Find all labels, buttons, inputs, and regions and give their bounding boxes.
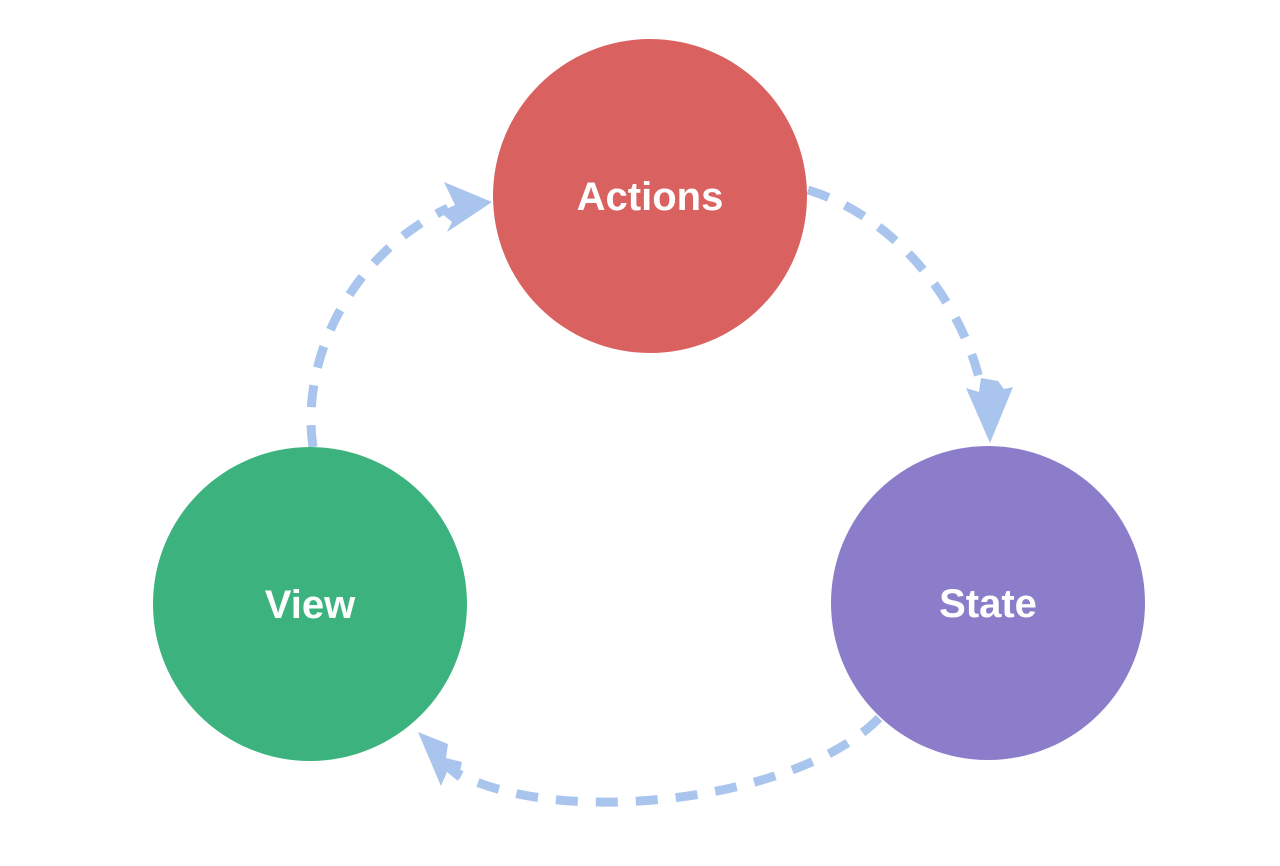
node-actions-label: Actions — [577, 175, 724, 219]
node-actions[interactable]: Actions — [493, 39, 807, 353]
arc-state-to-view — [452, 714, 883, 807]
arc-view-to-actions — [306, 203, 450, 448]
node-view-label: View — [265, 583, 356, 627]
edge-state-to-view — [418, 714, 883, 807]
edge-actions-to-state — [806, 185, 1013, 443]
node-view-circle[interactable] — [153, 447, 467, 761]
edge-view-to-actions — [306, 182, 492, 448]
node-actions-circle[interactable] — [493, 39, 807, 353]
node-view[interactable]: View — [153, 447, 467, 761]
node-state-circle[interactable] — [831, 446, 1145, 760]
arc-actions-to-state — [806, 185, 988, 397]
node-state[interactable]: State — [831, 446, 1145, 760]
arrowhead-actions-to-state-icon — [966, 378, 1013, 443]
arrowhead-view-to-actions-icon — [440, 182, 492, 232]
arrowhead-state-to-view-icon — [418, 732, 462, 786]
node-state-label: State — [939, 582, 1037, 626]
